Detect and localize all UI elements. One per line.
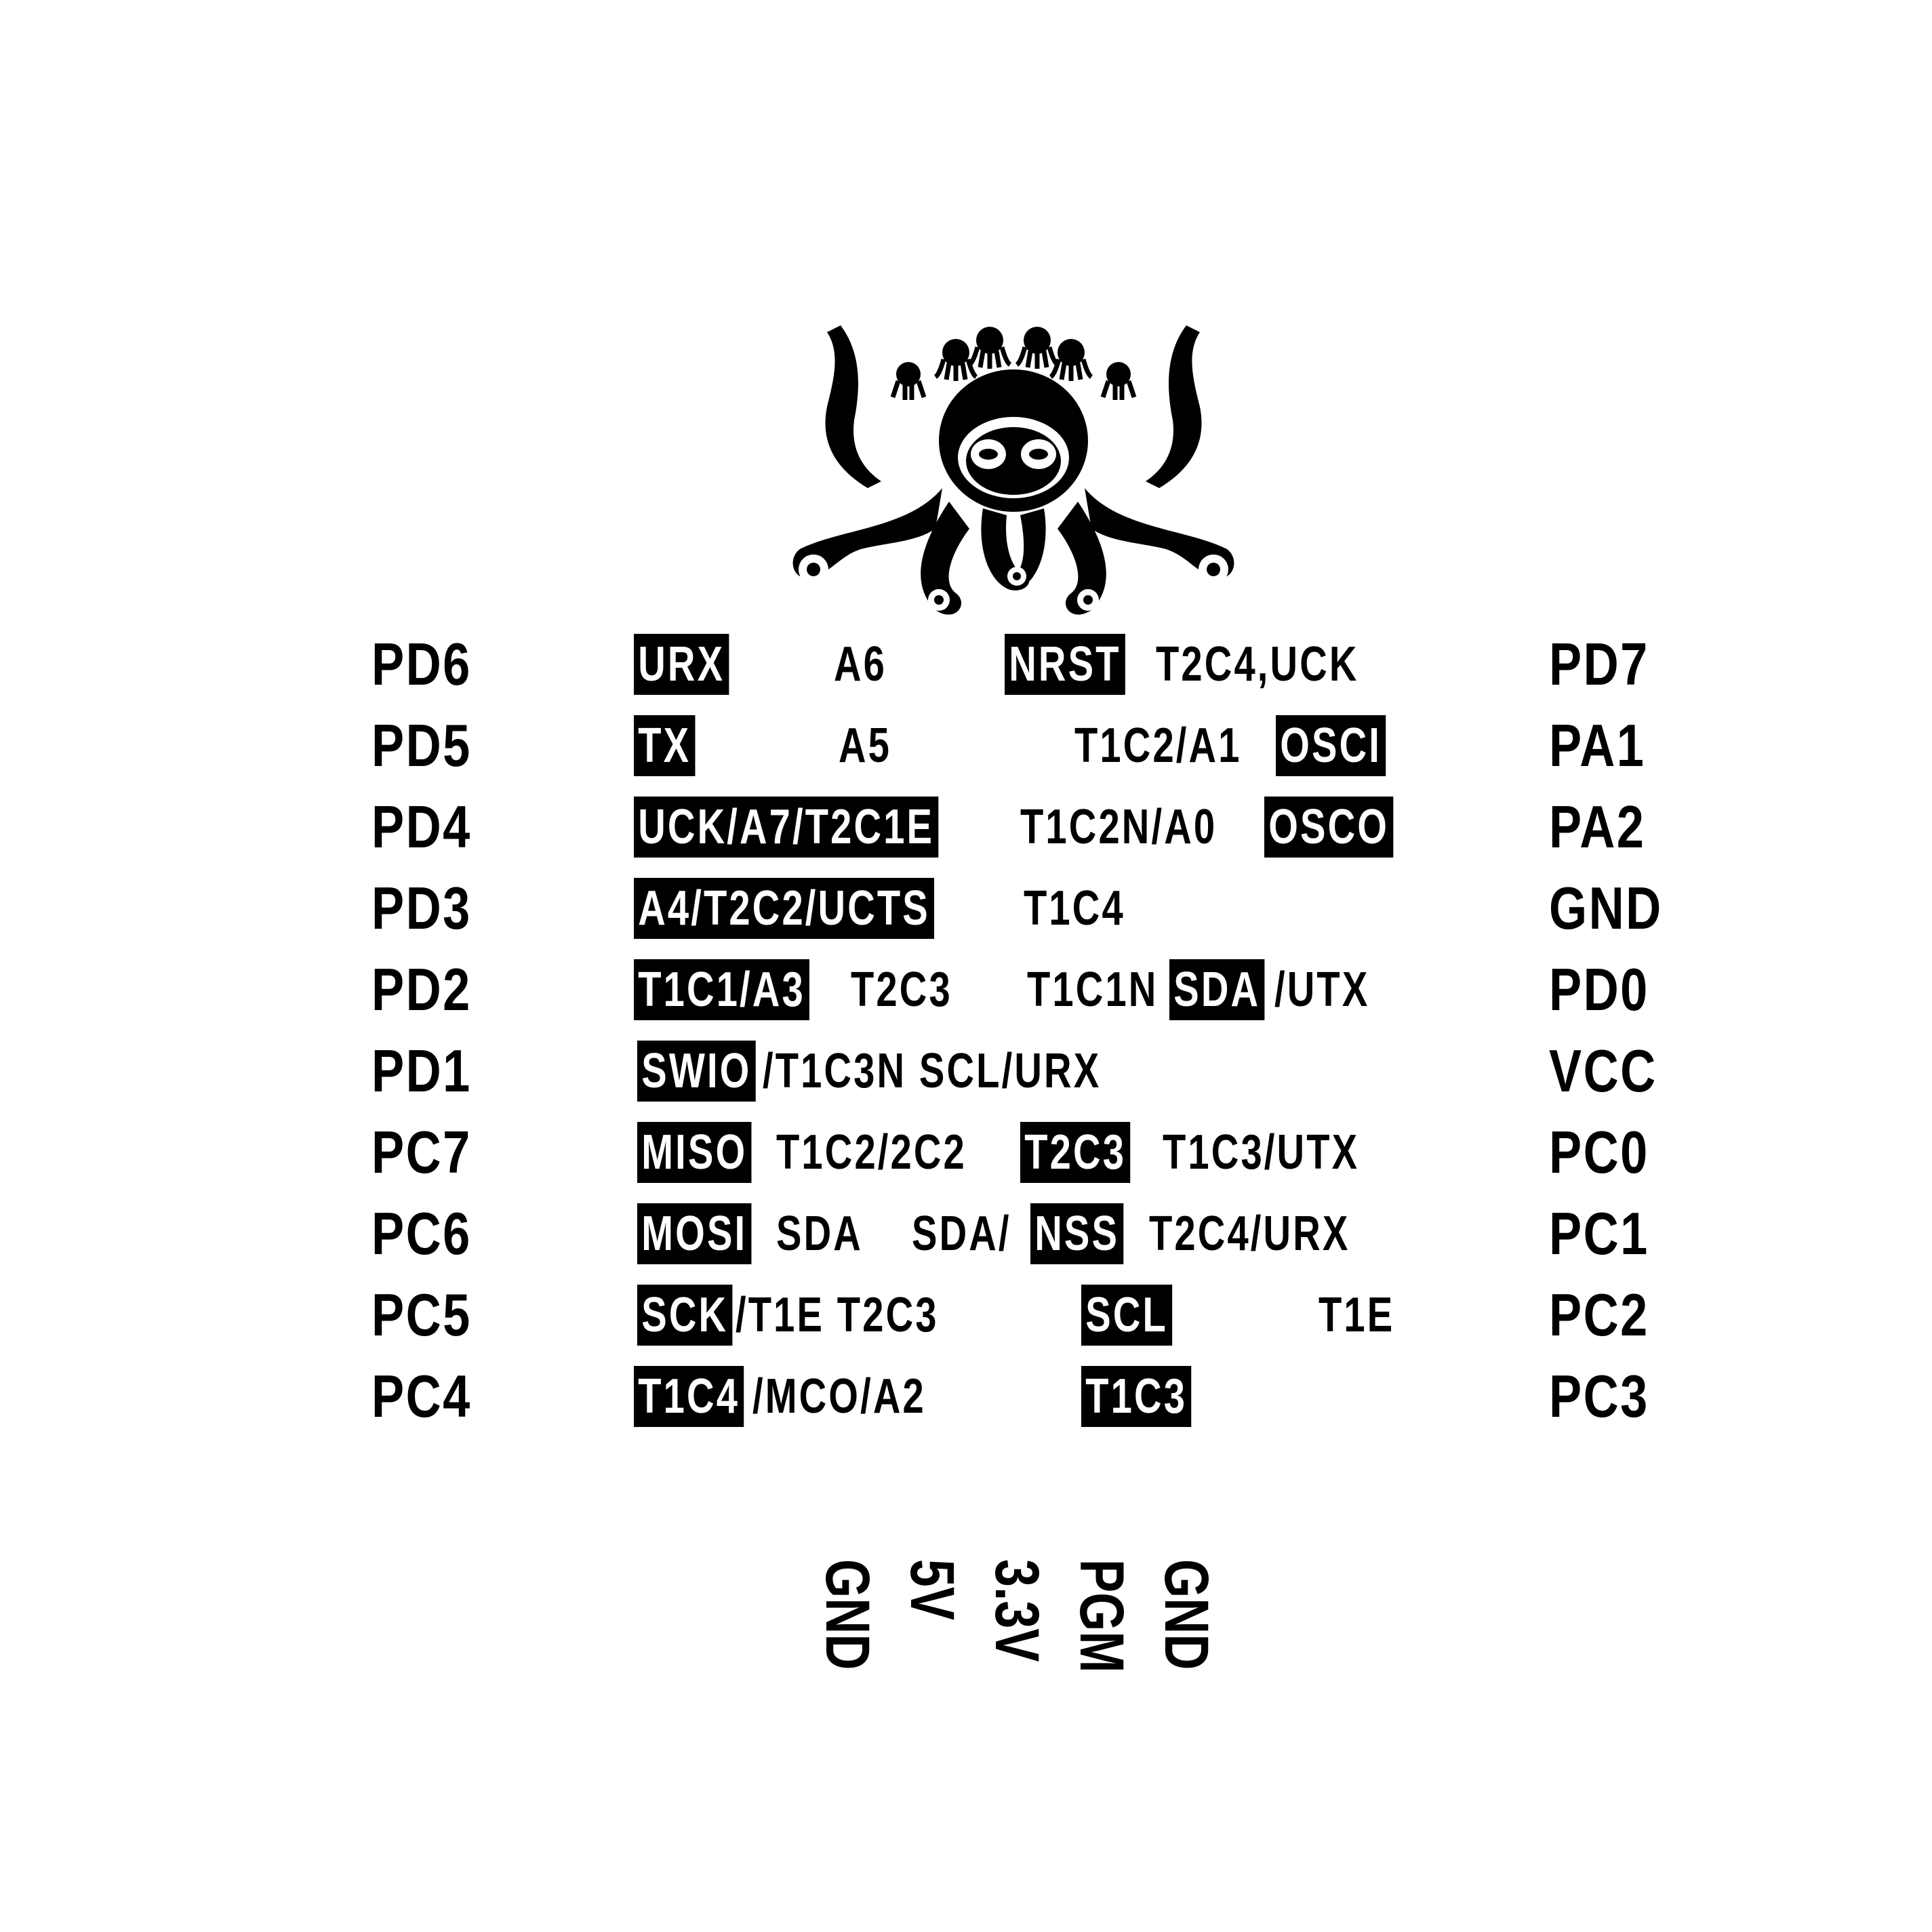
left-pin-5: PD2 bbox=[371, 956, 472, 1023]
func-t1e: T1E bbox=[1319, 1288, 1395, 1342]
func-sda-1: SDA bbox=[776, 1207, 863, 1261]
right-pin-2: PA1 bbox=[1549, 712, 1646, 779]
left-pin-4: PD3 bbox=[371, 874, 472, 942]
func-t2c3: T2C3 bbox=[851, 963, 952, 1017]
right-pin-5: PD0 bbox=[1549, 956, 1649, 1023]
left-pin-8: PC6 bbox=[371, 1200, 472, 1267]
func-t1c2-2c2: T1C2/2C2 bbox=[776, 1125, 967, 1180]
right-pin-4: GND bbox=[1549, 874, 1663, 942]
left-pin-1: PD6 bbox=[371, 630, 472, 698]
right-pin-3: PA2 bbox=[1549, 793, 1646, 860]
func-mosi: MOSI bbox=[637, 1203, 752, 1264]
func-t1c4-inv: T1C4 bbox=[634, 1366, 744, 1427]
func-t1e-t2c3: /T1E T2C3 bbox=[736, 1288, 939, 1342]
left-pin-2: PD5 bbox=[371, 712, 472, 779]
func-utx: /UTX bbox=[1274, 963, 1370, 1017]
func-urx: URX bbox=[634, 634, 729, 695]
func-t1c4: T1C4 bbox=[1024, 881, 1125, 935]
func-uck-a7-t2c1e: UCK/A7/T2C1E bbox=[634, 797, 939, 858]
func-osco: OSCO bbox=[1264, 797, 1394, 858]
left-pin-6: PD1 bbox=[371, 1037, 472, 1104]
func-a4-t2c2-ucts: A4/T2C2/UCTS bbox=[634, 878, 935, 939]
func-scl: SCL bbox=[1081, 1285, 1173, 1346]
right-pin-1: PD7 bbox=[1549, 630, 1649, 698]
left-pin-10: PC4 bbox=[371, 1363, 472, 1430]
func-sda: SDA bbox=[1169, 959, 1265, 1020]
func-t1c3-inv: T1C3 bbox=[1081, 1366, 1192, 1427]
func-a6: A6 bbox=[834, 637, 887, 691]
func-a5: A5 bbox=[839, 719, 892, 773]
bottom-label-gnd-2: GND bbox=[1152, 1559, 1221, 1670]
func-t1c1n: T1C1N bbox=[1027, 963, 1159, 1017]
left-pin-3: PD4 bbox=[371, 793, 472, 860]
func-osci: OSCI bbox=[1276, 715, 1386, 776]
octopus-logo-icon bbox=[792, 325, 1234, 615]
func-swio: SWIO bbox=[637, 1041, 756, 1102]
left-pin-7: PC7 bbox=[371, 1119, 472, 1186]
func-sda-2: SDA/ bbox=[912, 1207, 1011, 1261]
func-tx: TX bbox=[634, 715, 696, 776]
bottom-label-gnd-1: GND bbox=[813, 1559, 882, 1670]
left-pin-9: PC5 bbox=[371, 1281, 472, 1348]
func-sck: SCK bbox=[637, 1285, 733, 1346]
func-t1c3n-scl-urx: /T1C3N SCL/URX bbox=[763, 1044, 1102, 1098]
func-t1c2n-a0: T1C2N/A0 bbox=[1020, 800, 1217, 854]
func-t1c2-a1: T1C2/A1 bbox=[1074, 719, 1242, 773]
right-pin-9: PC2 bbox=[1549, 1281, 1649, 1348]
func-t2c4-uck: T2C4,UCK bbox=[1156, 637, 1359, 691]
func-miso: MISO bbox=[637, 1122, 752, 1183]
right-pin-10: PC3 bbox=[1549, 1363, 1649, 1430]
func-mco-a2: /MCO/A2 bbox=[752, 1369, 926, 1424]
bottom-label-5v: 5V bbox=[898, 1559, 967, 1621]
func-t2c3-inv: T2C3 bbox=[1020, 1122, 1131, 1183]
func-nrst: NRST bbox=[1005, 634, 1125, 695]
func-t2c4-urx: T2C4/URX bbox=[1149, 1207, 1350, 1261]
func-nss: NSS bbox=[1030, 1203, 1124, 1264]
right-pin-7: PC0 bbox=[1549, 1119, 1649, 1186]
func-t1c1-a3: T1C1/A3 bbox=[634, 959, 810, 1020]
bottom-label-3v3: 3.3V bbox=[982, 1559, 1051, 1662]
func-t1c3-utx: T1C3/UTX bbox=[1163, 1125, 1360, 1180]
bottom-label-pgm: PGM bbox=[1067, 1559, 1136, 1673]
right-pin-8: PC1 bbox=[1549, 1200, 1649, 1267]
right-pin-6: VCC bbox=[1549, 1037, 1657, 1104]
